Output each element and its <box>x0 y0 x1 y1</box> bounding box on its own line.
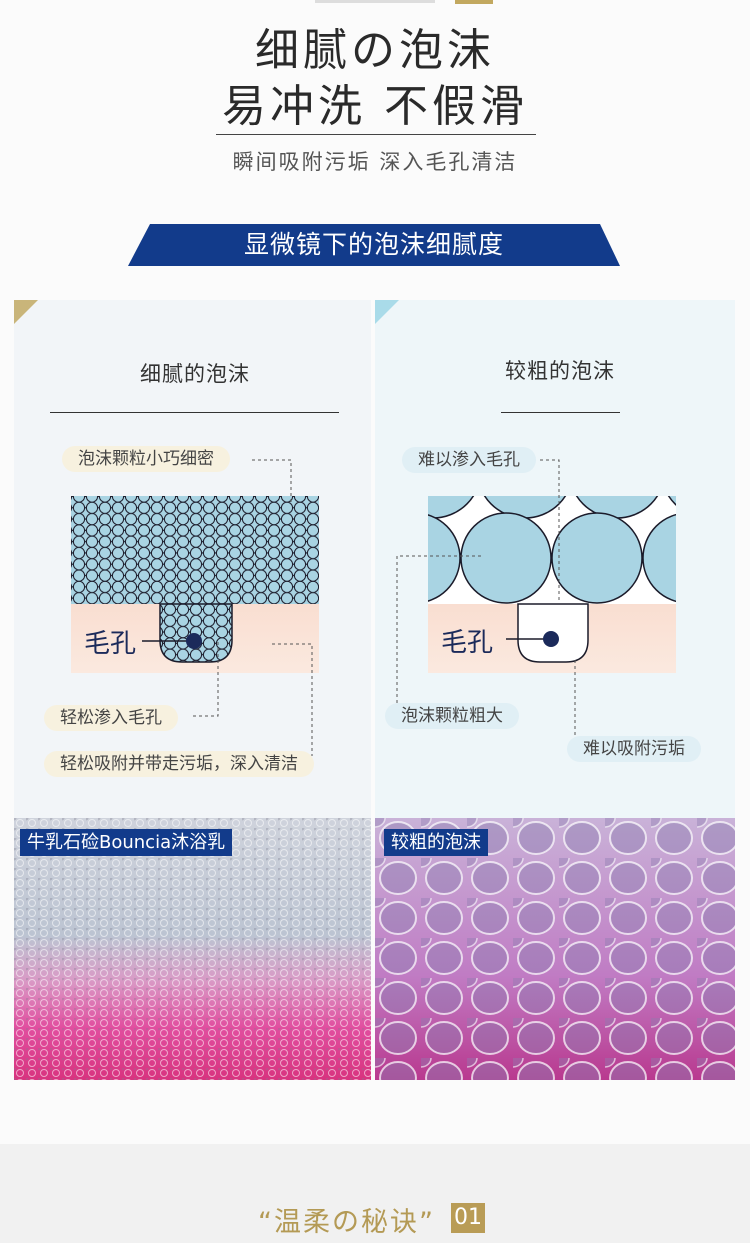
next-section-number-badge: 01 <box>451 1203 485 1233</box>
section-banner-shape <box>128 224 620 266</box>
next-section-band <box>0 1144 750 1243</box>
headline-subtitle: 瞬间吸附污垢 深入毛孔清洁 <box>232 150 518 174</box>
fine-foam-callout-penetrate: 轻松渗入毛孔 <box>44 705 178 731</box>
coarse-foam-callout-particles: 泡沫颗粒粗大 <box>385 703 519 729</box>
coarse-foam-diagram <box>396 459 676 740</box>
coarse-foam-photo-tag: 较粗的泡沫 <box>384 829 488 856</box>
fine-foam-callout-clean: 轻松吸附并带走污垢，深入清洁 <box>44 751 314 777</box>
headline-line-1: 细腻の泡沫 <box>255 25 495 76</box>
next-section-title: “温柔の秘诀” <box>258 1207 435 1238</box>
header-decoration <box>315 0 435 3</box>
fine-foam-photo <box>14 818 371 1080</box>
coarse-foam-pore-label: 毛孔 <box>441 628 494 658</box>
coarse-foam-title-underline <box>501 412 620 413</box>
headline-line-2: 易冲洗 不假滑 <box>222 81 528 132</box>
fine-foam-title-underline <box>50 412 339 413</box>
coarse-foam-callout-dirt: 难以吸附污垢 <box>567 736 701 762</box>
coarse-foam-callout-penetrate: 难以渗入毛孔 <box>402 447 536 473</box>
fine-foam-photo-tag: 牛乳石硷Bouncia沐浴乳 <box>20 829 233 856</box>
header-badge <box>455 0 493 4</box>
section-banner-title: 显微镜下的泡沫细腻度 <box>243 230 504 259</box>
fine-foam-pore-label: 毛孔 <box>84 629 137 659</box>
fine-foam-diagram <box>71 459 319 756</box>
panel-corner-gold <box>14 300 38 324</box>
headline-divider <box>216 134 536 135</box>
panel-corner-blue <box>375 300 399 324</box>
fine-foam-title: 细腻的泡沫 <box>140 362 250 386</box>
coarse-foam-title: 较粗的泡沫 <box>505 359 615 383</box>
fine-foam-callout-particles: 泡沫颗粒小巧细密 <box>62 446 230 472</box>
coarse-foam-photo <box>375 818 735 1080</box>
